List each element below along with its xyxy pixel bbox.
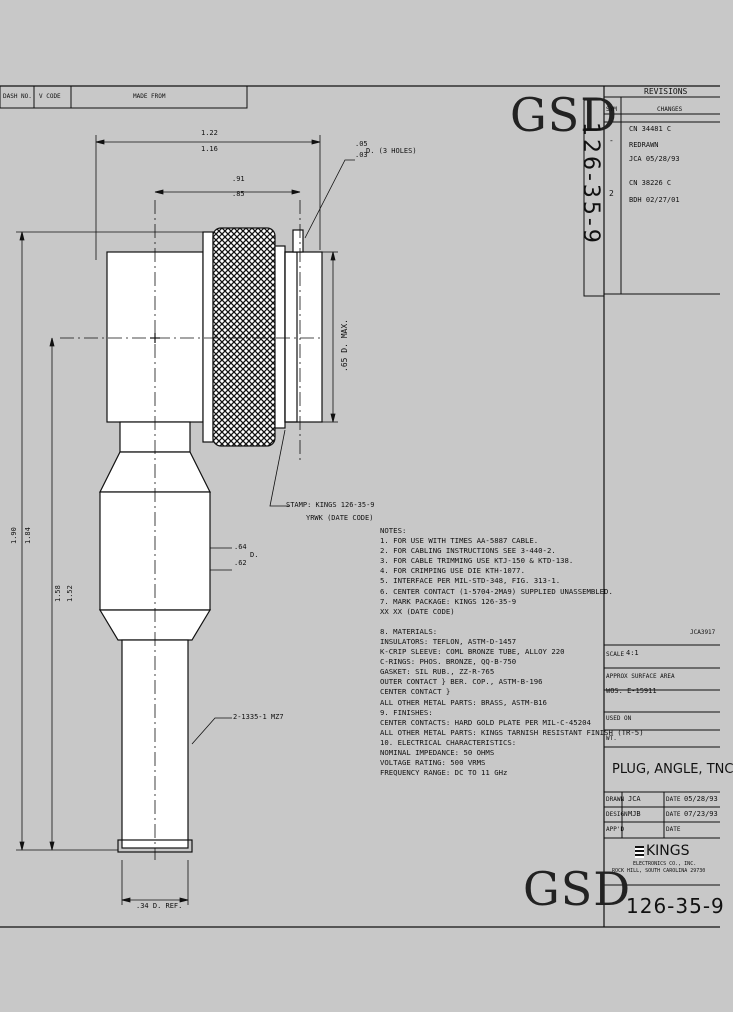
appd-date-label: DATE	[666, 826, 681, 833]
drawing-title: PLUG, ANGLE, TNC	[612, 762, 733, 777]
note-line: 2. FOR CABLING INSTRUCTIONS SEE 3-440-2.	[380, 546, 556, 556]
scale-value: 4:1	[626, 649, 639, 657]
revision-line: CN 34481 C	[629, 125, 672, 133]
dim-91: .91	[232, 175, 245, 183]
design-by: MJB	[628, 810, 641, 818]
dim-05: .05	[355, 140, 368, 148]
knurled-nut	[202, 231, 214, 443]
wt-label: WT.	[606, 735, 617, 742]
dim-64: .64	[234, 543, 247, 551]
top-title-strip	[0, 85, 248, 109]
note-line: 4. FOR CRIMPING USE DIE KTH-1077.	[380, 566, 525, 576]
company-line1: ELECTRONICS CO., INC.	[633, 861, 697, 867]
note-line	[380, 617, 644, 627]
drawn-by: JCA	[628, 795, 641, 803]
note-line: NOTES:	[380, 526, 407, 535]
revision-line: CN 38226 C	[629, 179, 672, 187]
title-block-lines	[604, 644, 720, 886]
note-line: CENTER CONTACT }	[380, 687, 451, 697]
doc-code: JCA3917	[690, 629, 716, 636]
design-date: 07/23/93	[684, 810, 718, 818]
connector-drawing	[98, 227, 323, 853]
dash-no-label: DASH NO.	[3, 93, 32, 100]
side-number-box	[583, 99, 605, 297]
wos-number: WOS: E-15911	[606, 687, 657, 695]
note-line: ALL OTHER METAL PARTS: BRASS, ASTM-B16	[380, 697, 547, 707]
center-lines	[60, 200, 320, 860]
part-number: 126-35-9	[626, 894, 725, 918]
scale-label: SCALE	[606, 651, 625, 658]
note-line: K-CRIP SLEEVE: COML BRONZE TUBE, ALLOY 2…	[380, 647, 565, 657]
note-line: 7. MARK PACKAGE: KINGS 126-35-9	[380, 596, 517, 606]
design-date-label: DATE	[666, 811, 681, 818]
part-ref-label: 2-1335-1 MZ7	[233, 713, 284, 721]
company-name: KINGS	[646, 843, 690, 859]
gsd-mark-top: GSD	[510, 88, 619, 142]
dim-1-84: 1.84	[24, 527, 32, 544]
dim-03: .03	[355, 151, 368, 159]
note-line: INSULATORS: TEFLON, ASTM-D-1457	[380, 636, 517, 646]
cable	[121, 639, 189, 849]
stamp-line1: STAMP: KINGS 126-35-9	[286, 501, 375, 509]
drawing-notes: NOTES: 1. FOR USE WITH TIMES AA-5887 CAB…	[380, 526, 644, 778]
dim-64-d: D.	[250, 551, 259, 559]
note-line: ALL OTHER METAL PARTS: KINGS TARNISH RES…	[380, 727, 644, 737]
note-line: 8. MATERIALS:	[380, 626, 438, 636]
design-label: DESIGN	[606, 811, 628, 818]
v-code-label: V CODE	[39, 93, 61, 100]
used-on-label: USED ON	[606, 715, 632, 722]
dim-65-max: .65 D. MAX.	[340, 319, 349, 372]
note-line: 5. INTERFACE PER MIL-STD-348, FIG. 313-1…	[380, 576, 561, 586]
company-line2: ROCK HILL, SOUTH CAROLINA 29730	[612, 868, 706, 874]
note-line: GASKET: SIL RUB., ZZ-R-765	[380, 667, 495, 677]
date-label: DATE	[666, 796, 681, 803]
appd-label: APP'D	[606, 826, 625, 833]
side-part-number: 126-35-9	[578, 122, 603, 246]
revision-line: JCA 05/28/93	[629, 155, 680, 163]
dim-85: .85	[232, 190, 245, 198]
dim-1-90: 1.90	[10, 527, 18, 544]
dim-holes: D. (3 HOLES)	[366, 147, 417, 155]
revisions-header: REVISIONS	[644, 87, 688, 96]
revisions-sym-col: SYM	[606, 106, 617, 113]
note-line: C-RINGS: PHOS. BRONZE, QQ-B-750	[380, 657, 517, 667]
dim-1-58: 1.58	[54, 585, 62, 602]
note-line: 9. FINISHES:	[380, 707, 433, 717]
note-line: FREQUENCY RANGE: DC TO 11 GHz	[380, 768, 508, 778]
note-line: NOMINAL IMPEDANCE: 50 OHMS	[380, 747, 495, 757]
revisions-changes-col: CHANGES	[657, 106, 683, 113]
dimension-lines	[16, 135, 355, 905]
drawn-date: 05/28/93	[684, 795, 718, 803]
note-line: 6. CENTER CONTACT (1-5704-2MA9) SUPPLIED…	[380, 586, 613, 596]
dim-1-16: 1.16	[201, 145, 218, 153]
dim-1-52: 1.52	[66, 585, 74, 602]
dim-1-22: 1.22	[201, 129, 218, 137]
kings-logo-icon	[635, 846, 644, 858]
revision-line: REDRAWN	[629, 141, 659, 149]
note-line: 10. ELECTRICAL CHARACTERISTICS:	[380, 737, 517, 747]
revision-sym: 2	[609, 189, 614, 198]
note-line: VOLTAGE RATING: 500 VRMS	[380, 758, 486, 768]
stamp-line2: YRWK (DATE CODE)	[306, 514, 374, 522]
approx-surface-label: APPROX SURFACE AREA	[606, 673, 675, 680]
drawn-label: DRAWN	[606, 796, 625, 803]
revision-line: BDH 02/27/01	[629, 196, 680, 204]
note-line: CENTER CONTACTS: HARD GOLD PLATE PER MIL…	[380, 717, 591, 727]
revisions-block	[604, 96, 720, 295]
gsd-mark-bottom: GSD	[523, 862, 632, 916]
note-line: OUTER CONTACT } BER. COP., ASTM-B-196	[380, 677, 543, 687]
note-line: 1. FOR USE WITH TIMES AA-5887 CABLE.	[380, 536, 539, 546]
note-line: 3. FOR CABLE TRIMMING USE KTJ-150 & KTD-…	[380, 556, 574, 566]
dim-62: .62	[234, 559, 247, 567]
revision-sym: -	[609, 136, 614, 145]
dim-34-ref: .34 D. REF.	[136, 902, 183, 910]
made-from-label: MADE FROM	[133, 93, 166, 100]
note-line: XX XX (DATE CODE)	[380, 606, 455, 616]
